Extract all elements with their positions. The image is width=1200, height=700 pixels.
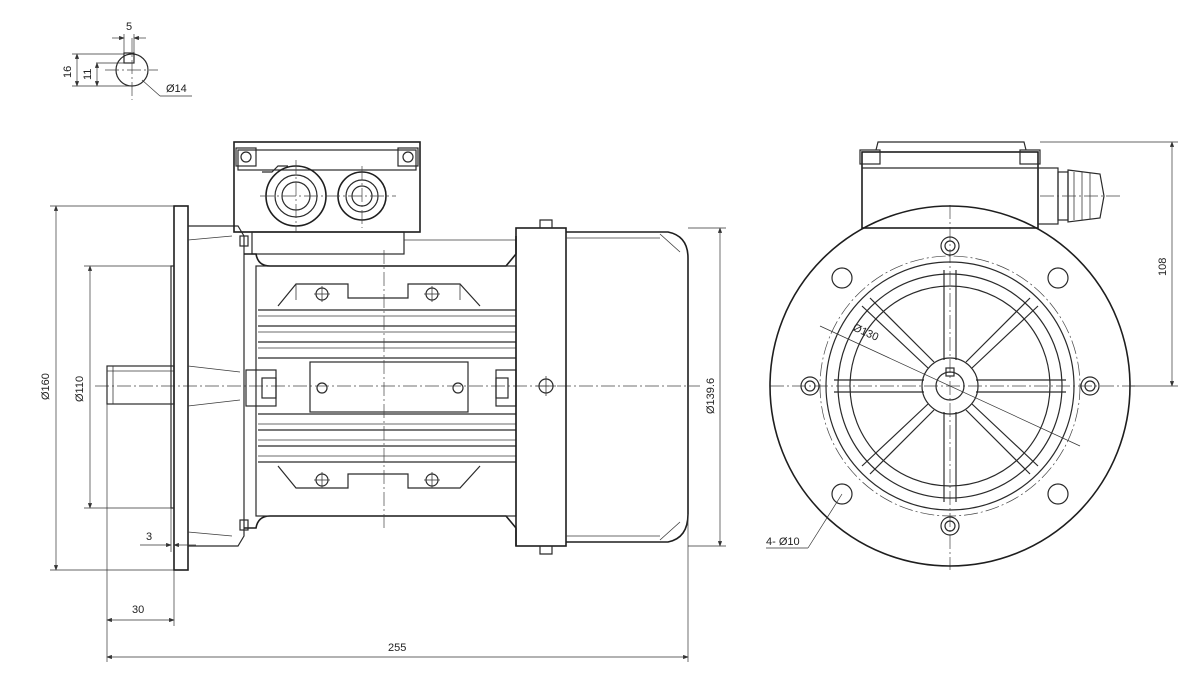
mounting-hole: [1047, 483, 1069, 505]
fan-cover: [515, 219, 689, 555]
motor-side-view: Ø160 Ø110 Ø139.6 3 30 255: [40, 141, 726, 662]
mounting-hole: [831, 483, 853, 505]
fan-cover-ribs: [834, 270, 1066, 502]
spigot-depth-label: 3: [146, 531, 152, 543]
key-slot: [123, 52, 135, 64]
shaft-key-detail: 5 16 11 Ø14: [62, 21, 192, 100]
nameplate: [309, 361, 469, 413]
mounting-hole: [831, 267, 853, 289]
terminal-box-end: [859, 141, 1122, 229]
key-width-label: 5: [126, 21, 132, 33]
flange-plate: [173, 205, 189, 571]
pitch-circle: [819, 255, 1081, 517]
flange-diameter-label: Ø160: [40, 373, 52, 400]
hub: [921, 357, 979, 415]
key-depth-label: 11: [82, 69, 94, 80]
overall-length-label: 255: [388, 642, 406, 654]
terminal-box: [233, 141, 516, 255]
motor-frame: [239, 235, 517, 546]
shaft-diameter-label: Ø14: [166, 83, 187, 95]
terminal-box-height-label: 108: [1157, 258, 1169, 276]
key-height-total-label: 16: [62, 66, 74, 78]
shaft: [106, 365, 175, 405]
motor-end-view: Ø130 4- Ø10 108: [766, 141, 1178, 570]
spigot-diameter-label: Ø110: [74, 376, 86, 402]
body-diameter-label: Ø139.6: [705, 378, 717, 414]
shaft-length-label: 30: [132, 604, 144, 616]
fixing-bolts: [800, 236, 1100, 536]
spigot: [170, 265, 175, 509]
pitch-circle-label: Ø130: [851, 322, 880, 344]
mounting-holes-label: 4- Ø10: [766, 536, 800, 548]
mounting-hole: [1047, 267, 1069, 289]
